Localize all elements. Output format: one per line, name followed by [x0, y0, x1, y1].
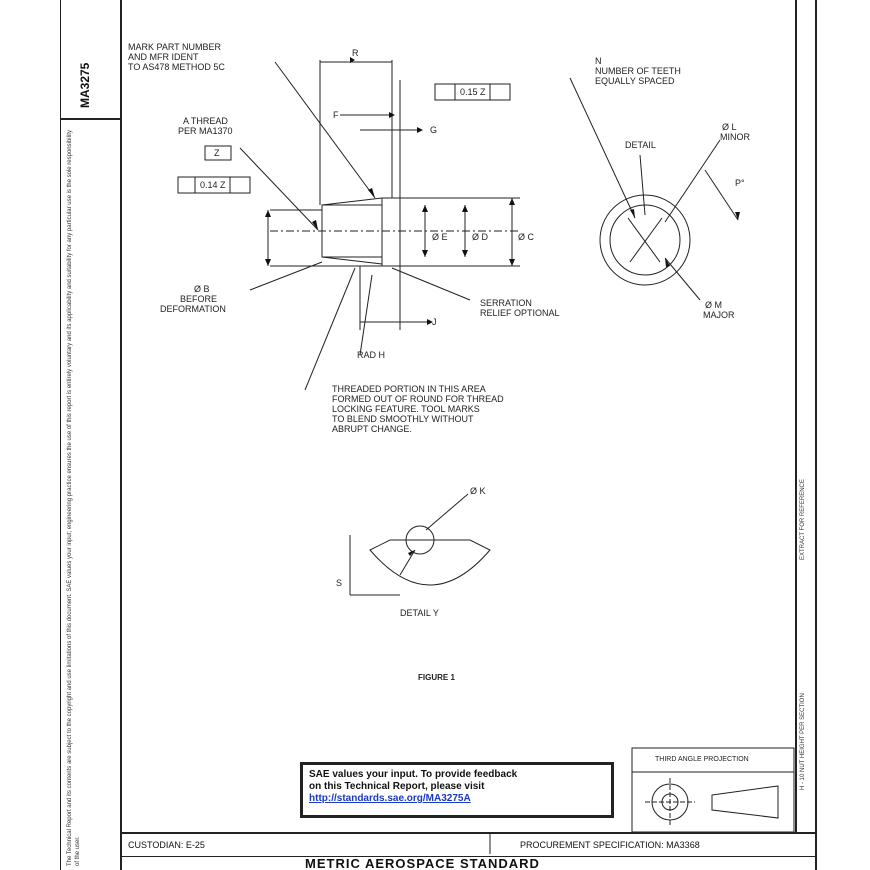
dim-e: Ø E [432, 232, 448, 242]
p-angle: P° [735, 178, 745, 188]
rad-h: RAD H [357, 350, 386, 360]
dim-g: G [430, 125, 438, 135]
dim-s: S [336, 578, 343, 588]
mark-part-note-2: AND MFR IDENT [128, 52, 199, 62]
procurement-label: PROCUREMENT SPECIFICATION: MA3368 [520, 840, 700, 850]
bottom-title: METRIC AEROSPACE STANDARD [305, 856, 540, 870]
feedback-notice: SAE values your input. To provide feedba… [300, 762, 614, 818]
threaded-note-4: TO BLEND SMOOTHLY WITHOUT [332, 414, 474, 424]
major-2: MAJOR [703, 310, 735, 320]
fcf-top-box [434, 83, 511, 101]
minor-2: MINOR [720, 132, 750, 142]
custodian-label: CUSTODIAN: E-25 [128, 840, 205, 850]
threaded-note-1: THREADED PORTION IN THIS AREA [332, 384, 486, 394]
projection-label: THIRD ANGLE PROJECTION [655, 756, 749, 763]
notice-line-1: SAE values your input. To provide feedba… [309, 769, 518, 780]
dim-f: F [333, 110, 339, 120]
serration-1: SERRATION [480, 298, 532, 308]
doc-id-box-bottom [60, 118, 121, 120]
detail-y-hole [405, 525, 435, 555]
before-deform-3: DEFORMATION [160, 304, 226, 314]
a-thread-note-2: PER MA1370 [178, 126, 233, 136]
teeth-note-1: N [595, 56, 602, 66]
dim-d: Ø D [472, 232, 489, 242]
outer-right-frame-line [815, 0, 817, 870]
nut-washer-face [381, 197, 401, 267]
z-datum-box [204, 145, 232, 161]
detail-label: DETAIL [625, 140, 656, 150]
right-frame-line [795, 0, 797, 832]
threaded-note-5: ABRUPT CHANGE. [332, 424, 412, 434]
inner-left-frame-line [120, 0, 122, 870]
dim-r: R [352, 48, 359, 58]
fcf-left: 0.14 Z [200, 180, 226, 190]
dim-j: J [432, 317, 437, 327]
mark-part-note-1: MARK PART NUMBER [128, 42, 222, 52]
fcf-left-box [177, 176, 251, 194]
threaded-note-2: FORMED OUT OF ROUND FOR THREAD [332, 394, 504, 404]
minor-1: Ø L [722, 122, 737, 132]
serration-2: RELIEF OPTIONAL [480, 308, 560, 318]
z-datum: Z [214, 148, 220, 158]
mark-part-note-3: TO AS478 METHOD 5C [128, 62, 225, 72]
before-deform-1: Ø B [194, 284, 210, 294]
detail-y-body [369, 539, 491, 586]
teeth-note-2: NUMBER OF TEETH [595, 66, 681, 76]
before-deform-2: BEFORE [180, 294, 218, 304]
detail-inner-circle [609, 204, 681, 276]
a-thread-note-1: A THREAD [183, 116, 228, 126]
dim-k: Ø K [470, 486, 486, 496]
dim-c: Ø C [518, 232, 535, 242]
detail-y-label: DETAIL Y [400, 608, 439, 618]
major-1: Ø M [705, 300, 722, 310]
title-block-bar: CUSTODIAN: E-25 PROCUREMENT SPECIFICATIO… [120, 832, 815, 857]
fcf-top: 0.15 Z [460, 87, 486, 97]
feedback-link[interactable]: http://standards.sae.org/MA3275A [309, 793, 471, 804]
threaded-note-3: LOCKING FEATURE. TOOL MARKS [332, 404, 480, 414]
notice-line-2: on this Technical Report, please visit [309, 781, 485, 792]
detail-outer-circle [599, 194, 691, 286]
figure-label: FIGURE 1 [418, 673, 455, 682]
left-frame-line [60, 0, 61, 870]
teeth-note-3: EQUALLY SPACED [595, 76, 675, 86]
